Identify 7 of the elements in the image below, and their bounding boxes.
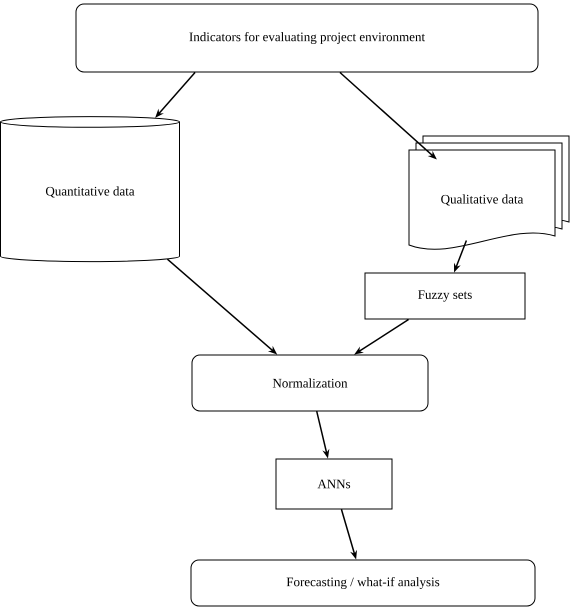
process-box: Fuzzy sets bbox=[364, 272, 526, 320]
process-box: ANNs bbox=[276, 458, 392, 510]
process-box: Normalization bbox=[192, 354, 428, 412]
process-box: Forecasting / what-if analysis bbox=[190, 560, 536, 606]
document-stack: Qualitative data bbox=[408, 136, 570, 250]
process-box: Indicators for evaluating project environment bbox=[76, 4, 538, 72]
database-cylinder: Quantitative data bbox=[0, 116, 180, 262]
